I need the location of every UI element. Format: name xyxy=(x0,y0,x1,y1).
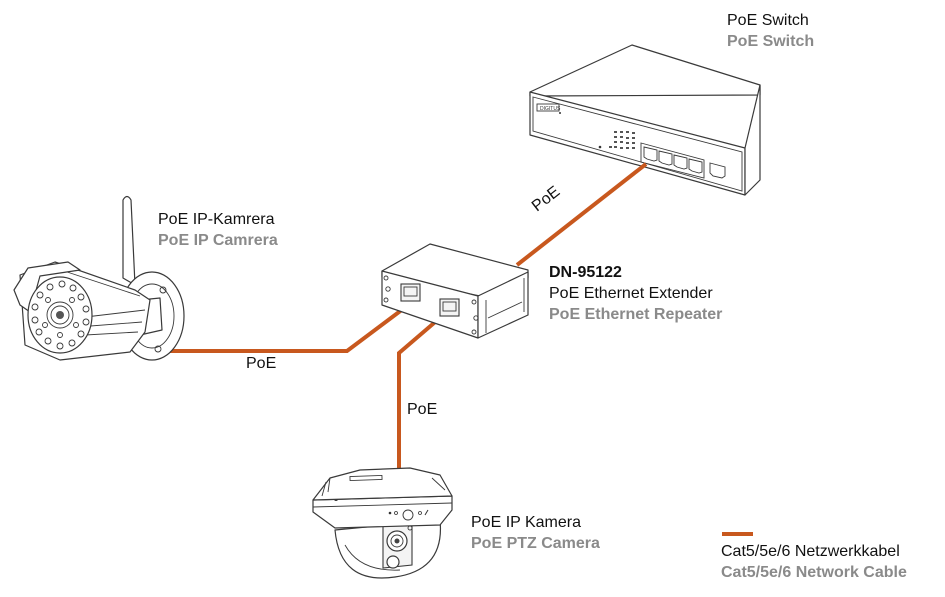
switch-label-en: PoE Switch xyxy=(727,33,815,50)
cable-label-dome-camera: PoE xyxy=(407,401,438,418)
legend: Cat5/5e/6 Netzwerkkabel Cat5/5e/6 Networ… xyxy=(721,541,907,583)
dome-camera-label-en: PoE PTZ Camera xyxy=(471,535,600,552)
bullet-camera-icon xyxy=(13,195,185,361)
extender-model: DN-95122 xyxy=(549,264,622,281)
switch-label-de: PoE Switch xyxy=(727,12,809,29)
poe-switch-icon: DIGITUS xyxy=(529,44,761,196)
cable-label-bullet-camera: PoE xyxy=(246,355,277,372)
bullet-camera-label-de: PoE IP-Kamrera xyxy=(158,211,275,228)
ptz-dome-camera-icon xyxy=(312,467,453,579)
cable-switch-to-extender xyxy=(515,162,648,267)
legend-label-en: Cat5/5e/6 Network Cable xyxy=(721,564,907,581)
switch-label: PoE Switch PoE Switch xyxy=(727,10,814,52)
bullet-camera-label-en: PoE IP Camrera xyxy=(158,232,278,249)
dome-camera-label-de: PoE IP Kamera xyxy=(471,514,581,531)
bullet-camera-label: PoE IP-Kamrera PoE IP Camrera xyxy=(158,209,278,251)
switch-brand-logo: DIGITUS xyxy=(540,106,561,112)
cable-extender-to-bullet-camera xyxy=(170,298,417,353)
cable-extender-to-dome-camera xyxy=(397,309,450,470)
cables xyxy=(170,162,648,470)
extender-label-de: PoE Ethernet Extender xyxy=(549,285,713,302)
poe-extender-icon xyxy=(381,243,529,339)
dome-camera-label: PoE IP Kamera PoE PTZ Camera xyxy=(471,512,600,554)
legend-label-de: Cat5/5e/6 Netzwerkkabel xyxy=(721,543,900,560)
extender-label-en: PoE Ethernet Repeater xyxy=(549,306,723,323)
extender-label: DN-95122 PoE Ethernet Extender PoE Ether… xyxy=(549,262,722,325)
